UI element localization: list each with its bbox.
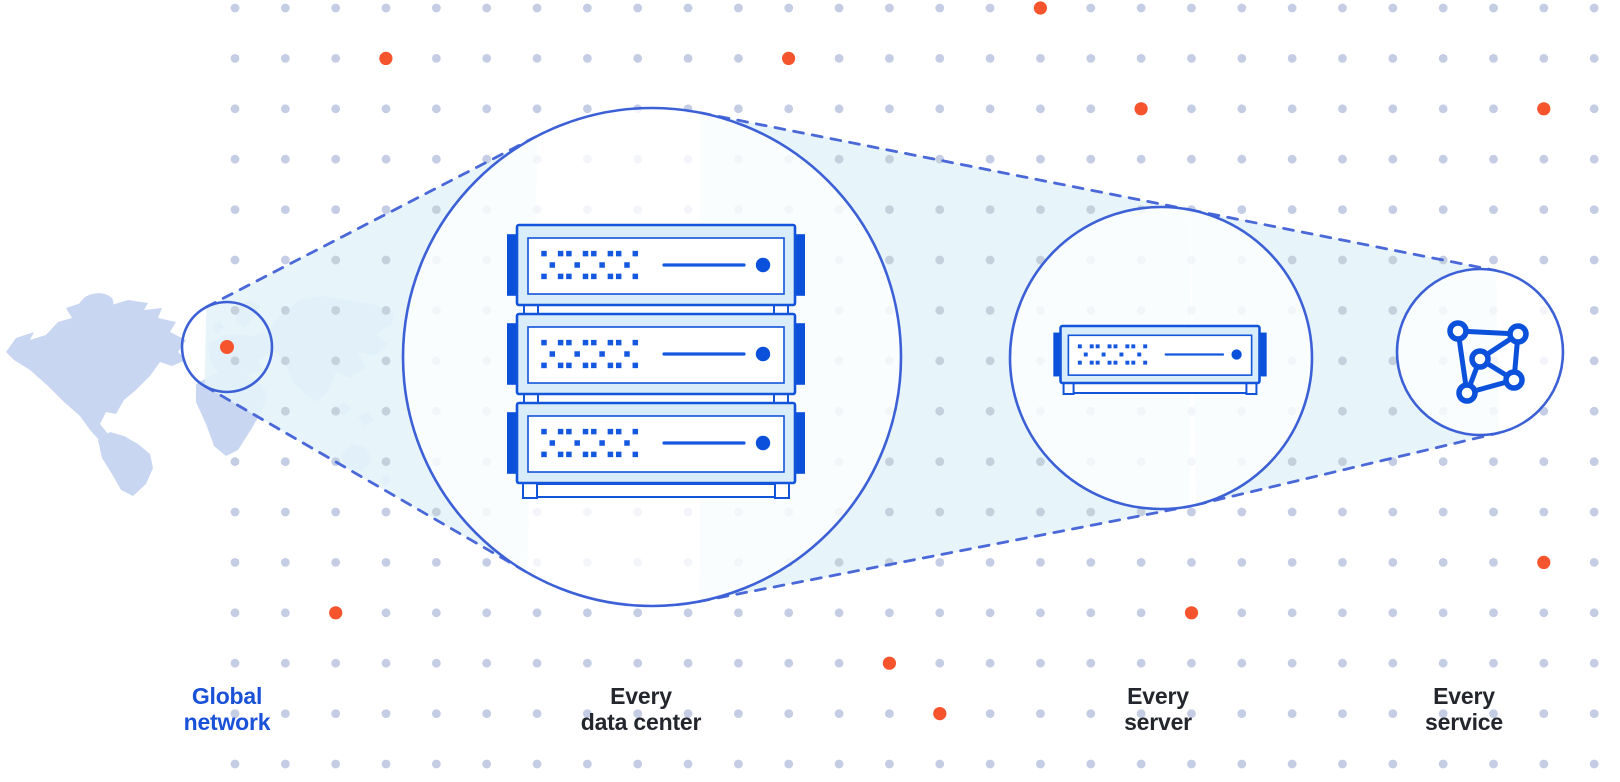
magnification-dashes [203, 111, 1501, 603]
network-graph-icon [1447, 320, 1529, 404]
orange-dot [1537, 102, 1551, 116]
server-unit [1053, 324, 1267, 385]
vent-dots-pattern [541, 339, 639, 369]
map-focus-circle [180, 300, 274, 394]
orange-dot [1537, 555, 1551, 570]
label-global-network: Global network [87, 683, 367, 735]
vent-dots-pattern [541, 250, 639, 280]
label-line: Every [1127, 683, 1189, 709]
dashed-tangent-line [1194, 431, 1501, 507]
label-every-data-center: Every data center [501, 683, 781, 735]
network-node [1507, 323, 1529, 345]
network-node [1447, 320, 1469, 342]
dashed-tangent-line [698, 504, 1192, 603]
orange-dot [1134, 102, 1148, 116]
orange-dot [882, 656, 897, 670]
network-node [1456, 382, 1478, 404]
location-marker-icon [220, 340, 234, 354]
label-line: Every [610, 683, 672, 709]
label-line: network [183, 709, 271, 735]
led-dot [755, 346, 771, 362]
vent-dots-pattern [1077, 344, 1148, 365]
orange-dot [782, 51, 796, 65]
orange-dot [329, 606, 343, 620]
server-unit [507, 401, 805, 485]
label-line: service [1425, 709, 1503, 735]
orange-dot [379, 51, 393, 65]
led-dot [1231, 349, 1242, 360]
orange-dot [1184, 606, 1199, 620]
label-every-service: Every service [1324, 683, 1604, 735]
label-line: data center [580, 709, 702, 735]
network-node [1469, 348, 1491, 370]
network-node [1503, 369, 1525, 391]
led-dot [755, 257, 771, 273]
label-every-server: Every server [1018, 683, 1298, 735]
server-rack-icon [507, 223, 805, 499]
rack-tray [531, 483, 781, 498]
server-unit [507, 312, 805, 396]
server-icon [1053, 324, 1267, 395]
orange-accent-dots [329, 1, 1551, 721]
led-dot [755, 435, 771, 451]
dashed-tangent-line [203, 384, 529, 574]
orange-dot [933, 707, 947, 721]
label-line: Every [1433, 683, 1495, 709]
orange-dot [1033, 1, 1047, 15]
dashed-tangent-line [699, 111, 1192, 212]
dashed-tangent-line [204, 134, 540, 309]
dashed-tangent-line [1189, 208, 1498, 272]
label-line: Global [191, 683, 263, 709]
server-unit [507, 223, 805, 307]
vent-dots-pattern [541, 428, 639, 458]
label-line: server [1124, 709, 1192, 735]
